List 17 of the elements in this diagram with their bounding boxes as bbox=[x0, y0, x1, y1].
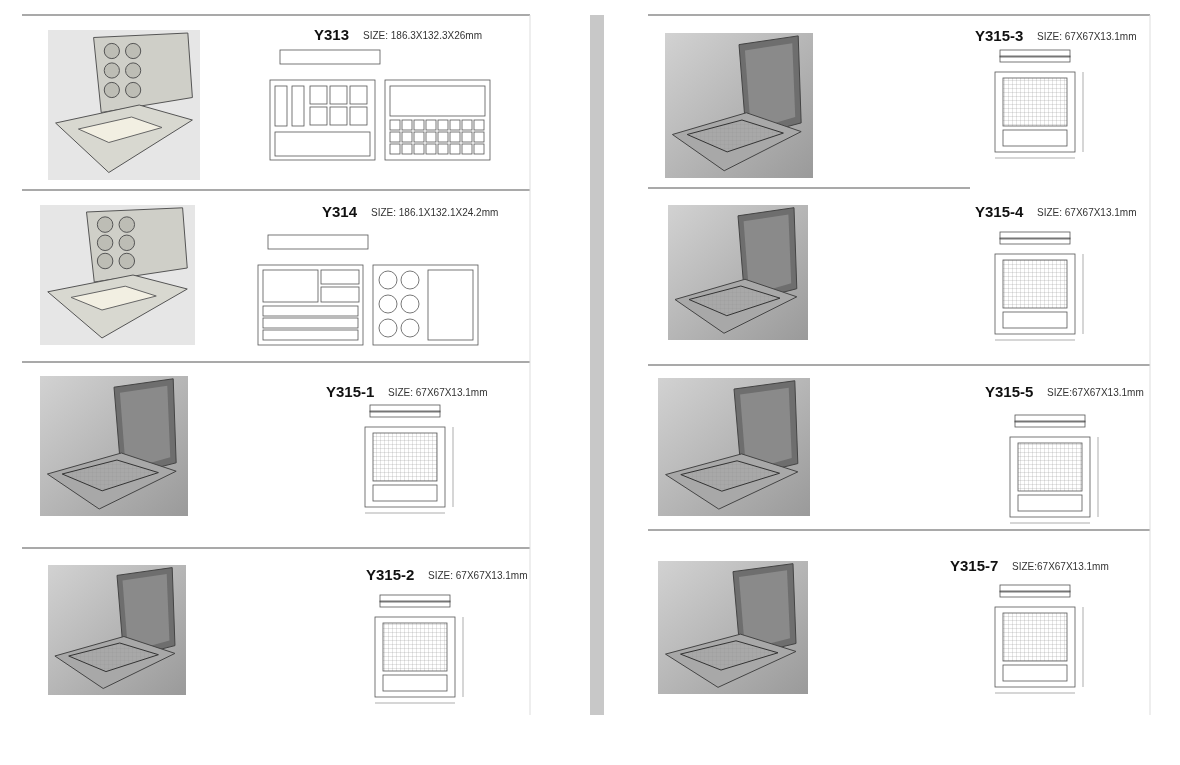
size-label: SIZE:67X67X13.1mm bbox=[1012, 561, 1109, 572]
model-number: Y313 bbox=[314, 26, 350, 43]
model-number: Y314 bbox=[322, 203, 358, 220]
model-number: Y315-1 bbox=[326, 383, 375, 400]
size-label: SIZE:67X67X13.1mm bbox=[1047, 387, 1144, 398]
column-divider-bar bbox=[590, 15, 604, 715]
model-number: Y315-2 bbox=[366, 566, 415, 583]
size-label: SIZE: 67X67X13.1mm bbox=[388, 387, 488, 398]
size-label: SIZE: 67X67X13.1mm bbox=[428, 570, 528, 581]
model-number: Y315-7 bbox=[950, 557, 999, 574]
model-number: Y315-3 bbox=[975, 27, 1024, 44]
size-label: SIZE: 67X67X13.1mm bbox=[1037, 31, 1137, 42]
size-label: SIZE: 67X67X13.1mm bbox=[1037, 207, 1137, 218]
model-number: Y315-4 bbox=[975, 203, 1024, 220]
size-label: SIZE: 186.1X132.1X24.2mm bbox=[371, 207, 499, 218]
size-label: SIZE: 186.3X132.3X26mm bbox=[363, 30, 482, 41]
model-number: Y315-5 bbox=[985, 383, 1034, 400]
